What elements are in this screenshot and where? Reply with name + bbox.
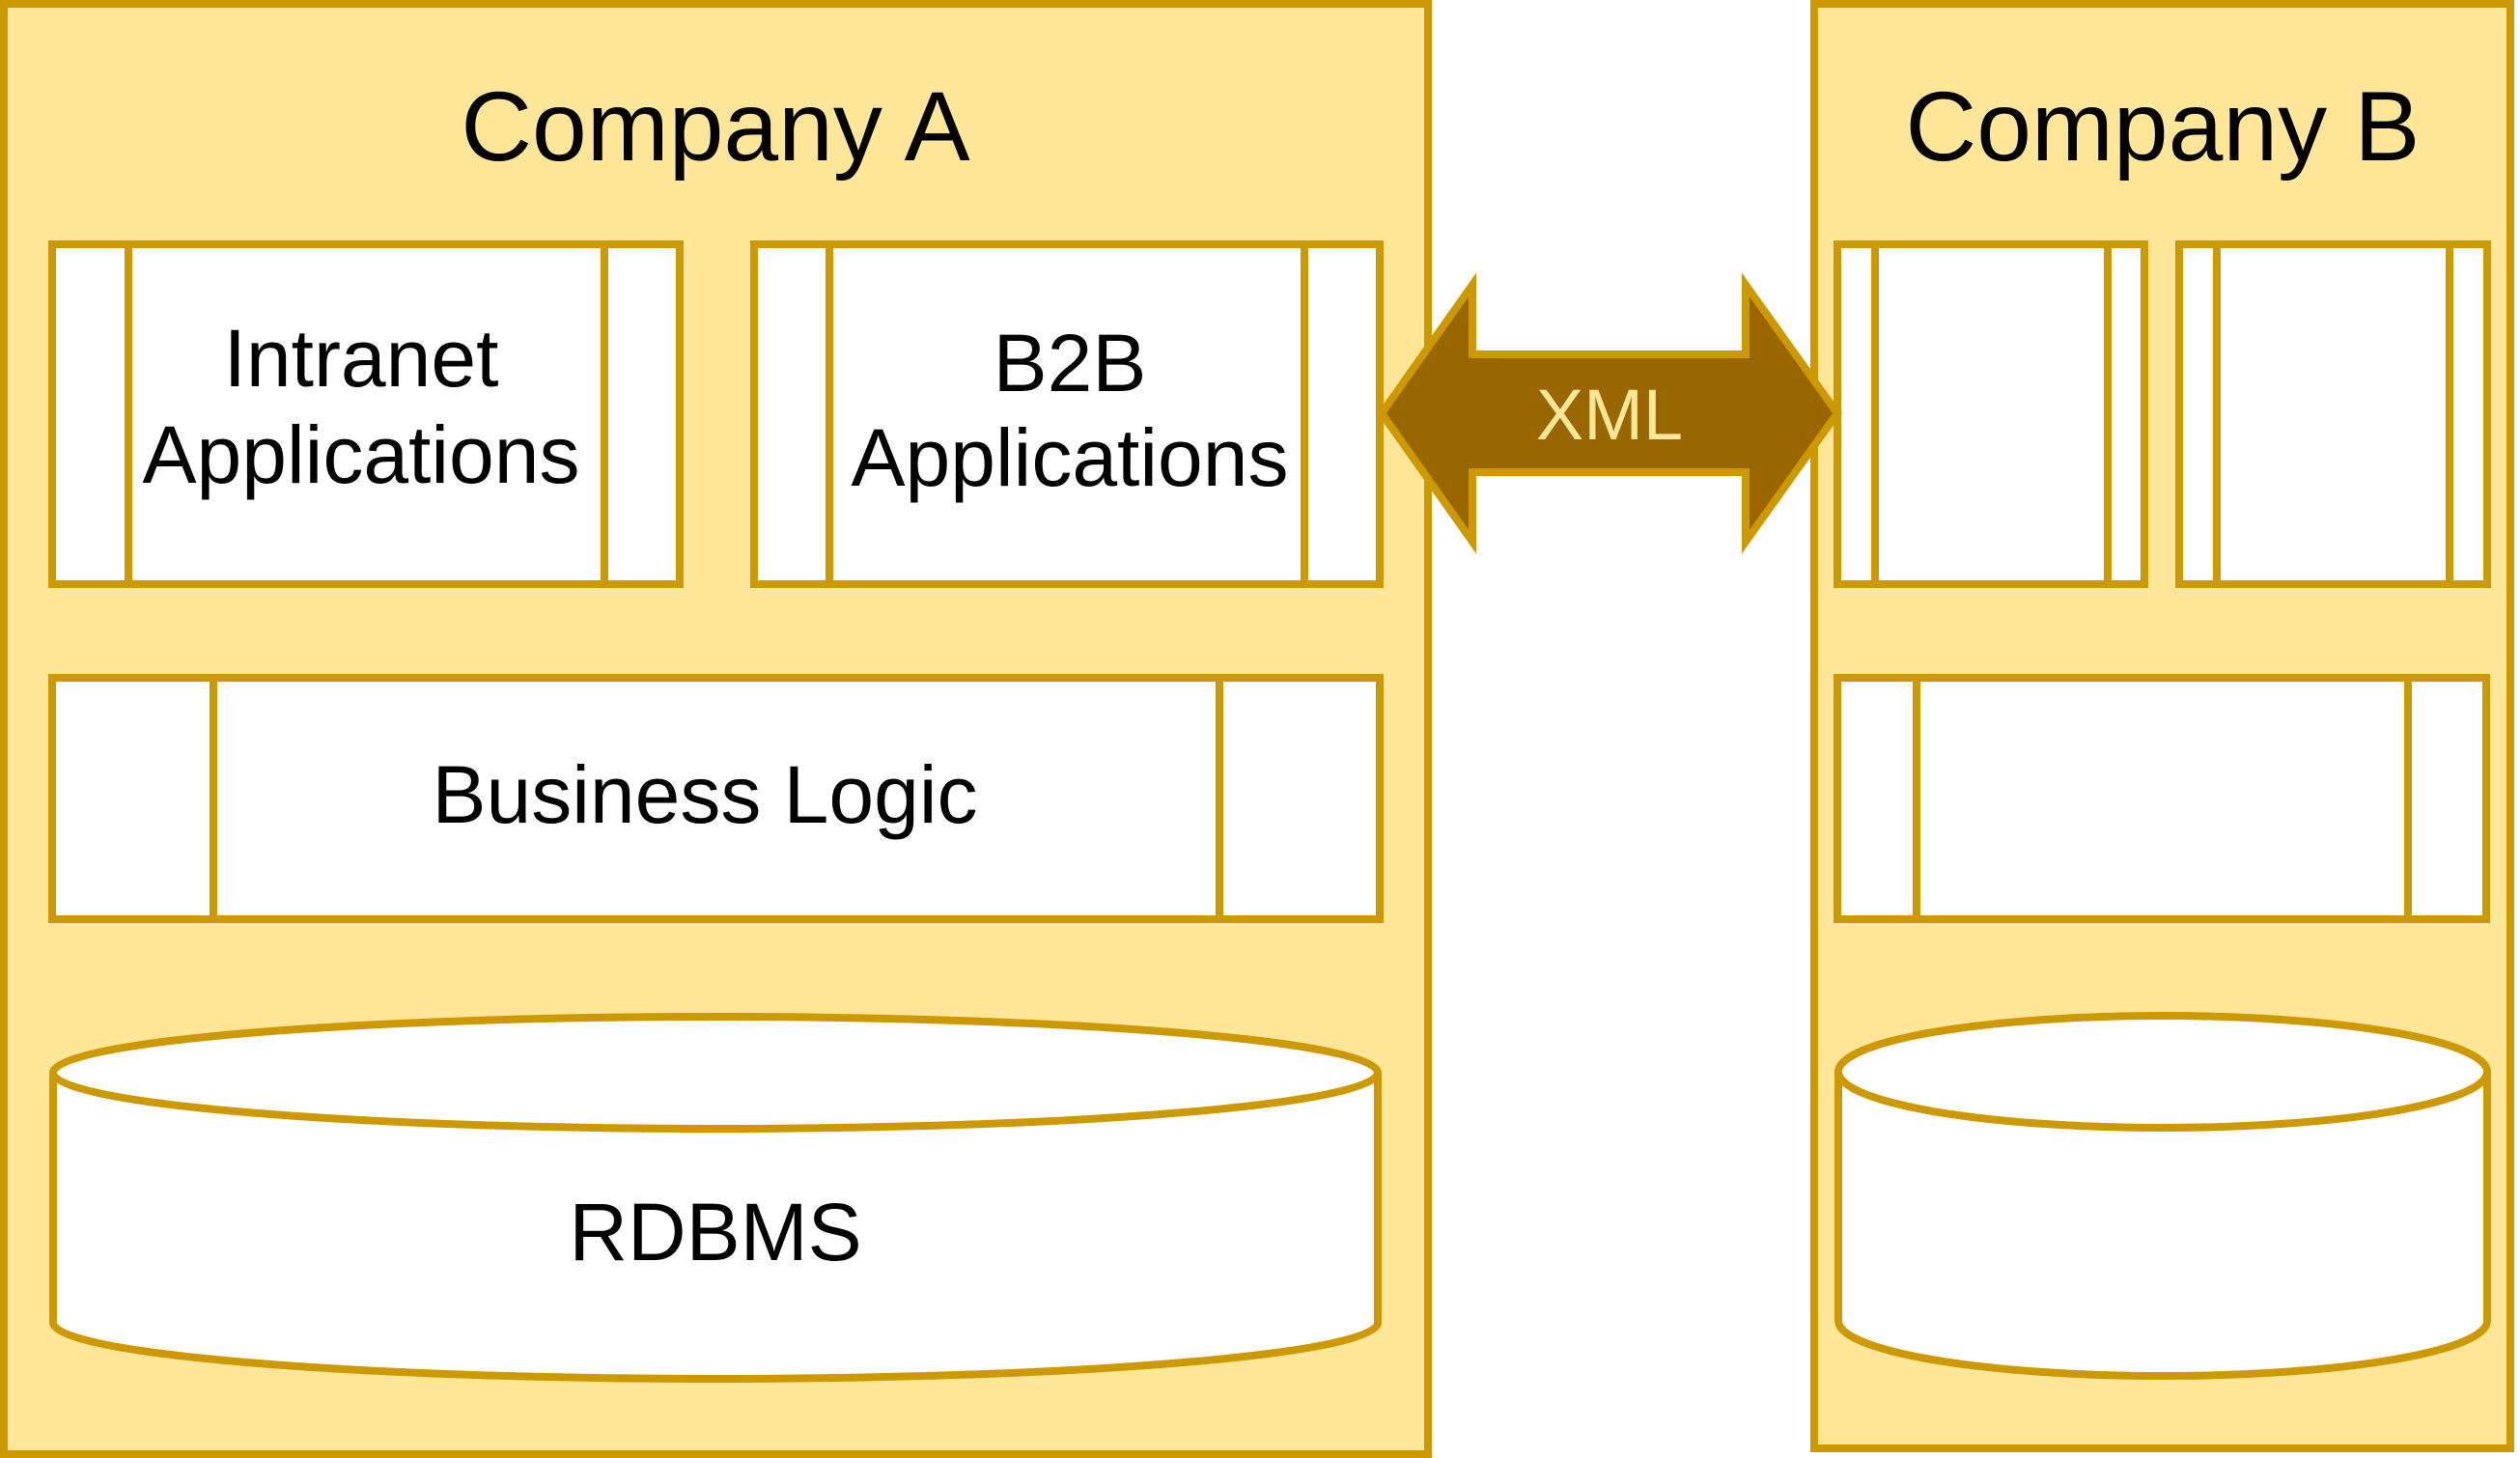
intranet-label-line1: Intranet xyxy=(224,313,499,404)
xml-label: XML xyxy=(1536,375,1683,455)
company-b-title: Company B xyxy=(1906,71,2421,182)
intranet-applications-box: Intranet Applications xyxy=(48,240,684,588)
company-b-database-cylinder xyxy=(1834,1012,2491,1380)
company-b-cylinder-top xyxy=(1834,1012,2491,1132)
company-a-title: Company A xyxy=(461,71,969,182)
b2b-applications-box: B2B Applications xyxy=(750,240,1384,588)
rdbms-cylinder-top xyxy=(49,1013,1382,1133)
company-b-app-box-2 xyxy=(2175,240,2491,588)
rdbms-database-cylinder: RDBMS xyxy=(49,1013,1382,1383)
double-arrow-icon xyxy=(1377,272,1842,554)
b2b-box-frame xyxy=(750,240,1384,588)
intranet-box-frame xyxy=(48,240,684,588)
company-b-app-box-2-frame xyxy=(2175,240,2491,588)
rdbms-label: RDBMS xyxy=(569,1187,861,1277)
b2b-label-line1: B2B xyxy=(994,318,1147,408)
company-b-cylinder-body xyxy=(1834,1072,2491,1380)
rdbms-cylinder-body xyxy=(49,1073,1382,1383)
business-logic-frame xyxy=(48,674,1384,923)
company-a: Company A Intranet Applications B2B Appl… xyxy=(0,0,1432,1458)
b2b-label-line2: Applications xyxy=(852,412,1289,503)
intranet-label-line2: Applications xyxy=(143,409,580,500)
company-b-logic-frame xyxy=(1834,674,2490,923)
xml-exchange-arrow: XML xyxy=(1377,272,1842,554)
business-logic-label: Business Logic xyxy=(433,749,978,840)
company-b-app-box-1 xyxy=(1834,240,2148,588)
company-b-logic-box xyxy=(1834,674,2490,923)
company-b-app-box-1-frame xyxy=(1834,240,2148,588)
company-b: Company B xyxy=(1810,0,2514,1452)
business-logic-box: Business Logic xyxy=(48,674,1384,923)
